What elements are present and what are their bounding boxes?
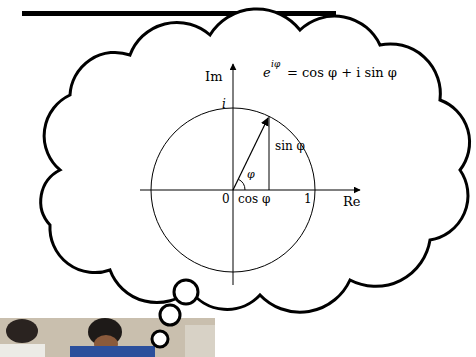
angle-label: φ [247,169,255,181]
sine-line [269,116,270,190]
imaginary-axis [233,64,234,285]
real-axis [140,190,360,191]
frame-bar [22,11,336,16]
unit-vector [233,118,268,190]
origin-label: 0 [222,193,230,206]
photo-paper [0,344,45,357]
thought-bubble [174,280,198,304]
photo-hair [6,319,38,343]
cosine-label: cos φ [238,193,270,206]
thought-bubble [152,331,168,347]
formula-base: e [263,66,271,80]
axis-label: Re [343,195,360,209]
axis-value: i [222,98,226,111]
formula: = cos φ + i sin φ [287,66,397,80]
photo-shirt [70,346,155,357]
formula-exponent: iφ [271,60,280,70]
sine-label: sin φ [275,140,305,153]
photo-wall [185,325,215,357]
axis-value: 1 [304,193,312,206]
angle-arc [238,179,245,190]
photo [0,318,215,357]
thought-bubble [160,305,180,325]
axis-label: Im [205,70,222,84]
thought-cloud [41,9,470,312]
